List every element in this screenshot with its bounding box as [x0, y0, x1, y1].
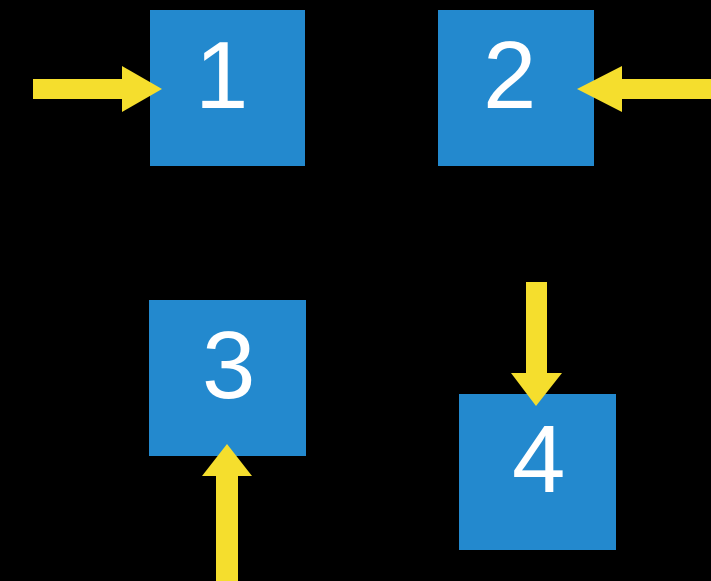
- arrow-right-into-box-1: [33, 66, 162, 112]
- box-node-4[interactable]: [459, 394, 616, 550]
- arrow-left-into-box-2: [577, 66, 711, 112]
- box-node-2[interactable]: [438, 10, 594, 166]
- box-node-2-label: 2: [483, 22, 537, 129]
- arrow-down-into-box-4: [511, 282, 562, 406]
- box-node-3[interactable]: [149, 300, 306, 456]
- box-node-1[interactable]: [150, 10, 305, 166]
- box-node-4-label: 4: [512, 406, 566, 513]
- box-node-3-label: 3: [202, 312, 256, 419]
- box-node-1-label: 1: [195, 22, 249, 129]
- arrow-up-into-box-3: [202, 444, 252, 581]
